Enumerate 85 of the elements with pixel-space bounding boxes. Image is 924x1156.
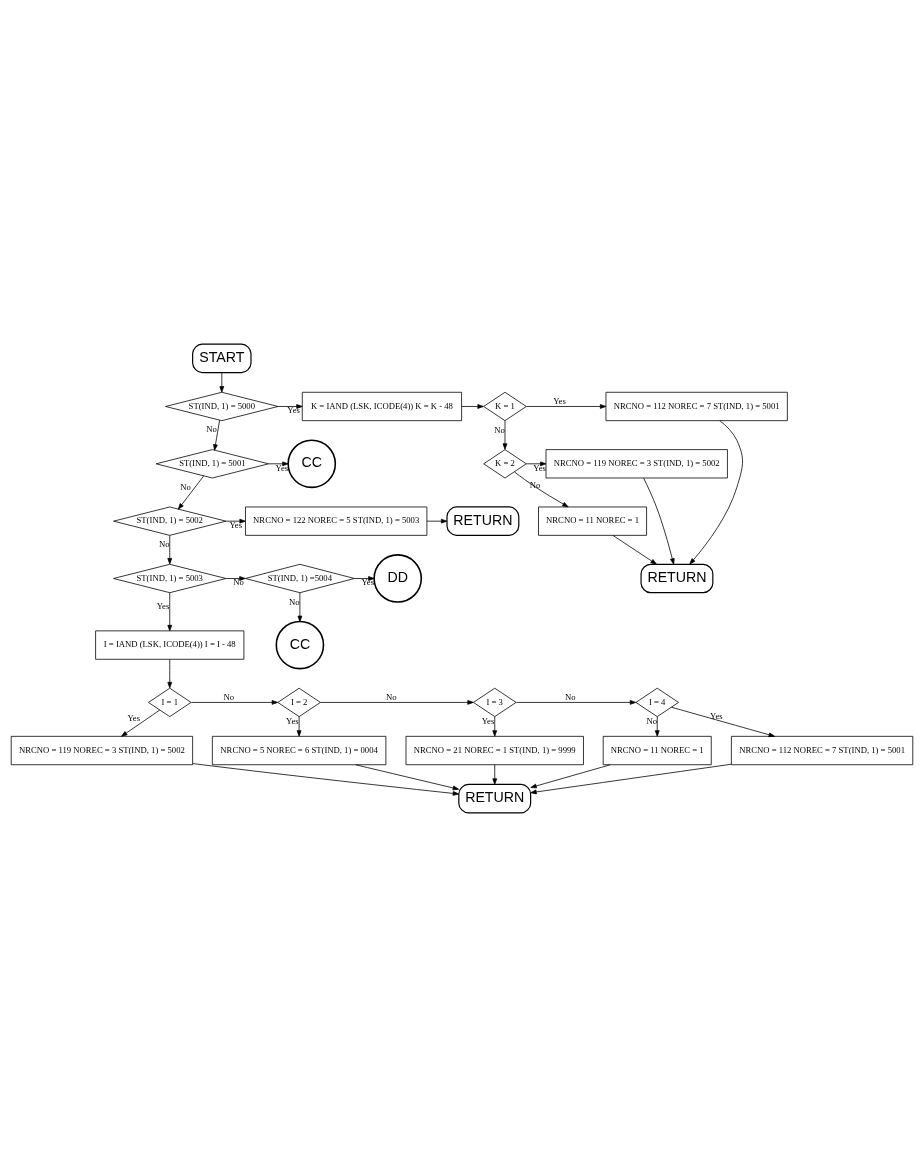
- arrow: [461, 403, 484, 409]
- node-box: RETURN: [458, 783, 532, 813]
- edge-label: Yes: [156, 600, 170, 611]
- node-box: RETURN: [640, 563, 714, 593]
- arrow: [643, 477, 675, 565]
- node-diamond: K = 2: [483, 448, 527, 478]
- node-box: NRCNO = 11 NOREC = 1: [602, 735, 712, 765]
- node-diamond: ST(IND, 1) = 5001: [155, 448, 269, 478]
- arrow: [525, 461, 547, 466]
- arrow: [525, 403, 607, 409]
- edge-label: No: [529, 479, 541, 490]
- edge-label: No: [386, 691, 397, 702]
- arrow: [192, 762, 460, 796]
- node-diamond: ST(IND, 1) =5004: [244, 563, 355, 593]
- arrow: [502, 419, 508, 450]
- node-box: NRCNO = 119 NOREC = 3 ST(IND, 1) = 5002: [545, 448, 728, 478]
- node-box: I = IAND (LSK, ICODE(4)) I = I - 48: [95, 629, 245, 660]
- arrow: [671, 706, 775, 737]
- edge-label: Yes: [533, 462, 546, 473]
- node-circle: DD: [373, 553, 423, 603]
- arrow: [514, 471, 569, 507]
- node-box: START: [192, 343, 252, 373]
- edge-label: No: [206, 423, 217, 434]
- node-box: NRCNO = 112 NOREC = 7 ST(IND, 1) = 5001: [730, 735, 914, 765]
- arrow: [167, 658, 173, 688]
- node-box: NRCNO = 11 NOREC = 1: [538, 506, 647, 536]
- arrow: [297, 591, 303, 622]
- edge-label: Yes: [553, 395, 566, 406]
- node-box: NRCNO = 21 NOREC = 1 ST(IND, 1) = 9999: [405, 735, 584, 765]
- arrow: [355, 763, 459, 790]
- edge-label: No: [158, 538, 170, 549]
- arrow: [530, 763, 611, 788]
- node-diamond: I = 2: [277, 687, 321, 717]
- edge-label: Yes: [286, 715, 299, 726]
- edge-label: No: [494, 424, 505, 435]
- edge-label: Yes: [127, 712, 141, 723]
- arrow: [426, 518, 448, 523]
- arrow: [213, 419, 220, 451]
- node-circle: CC: [275, 620, 325, 669]
- node-diamond: I = 4: [635, 687, 679, 717]
- arrow: [121, 709, 161, 737]
- node-box: NRCNO = 119 NOREC = 3 ST(IND, 1) = 5002: [10, 735, 194, 765]
- edge-label: No: [289, 596, 300, 607]
- arrow: [177, 475, 205, 509]
- node-diamond: ST(IND, 1) = 5003: [113, 563, 227, 593]
- edge-label: Yes: [710, 710, 723, 721]
- node-box: RETURN: [446, 505, 520, 536]
- arrow: [296, 715, 302, 737]
- arrow: [492, 715, 498, 737]
- arrow: [219, 371, 225, 392]
- node-diamond: ST(IND, 1) = 5002: [113, 506, 227, 536]
- node-box: NRCNO = 122 NOREC = 5 ST(IND, 1) = 5003: [245, 506, 428, 536]
- node-diamond: I = 3: [473, 687, 517, 717]
- arrow: [492, 763, 498, 785]
- arrow: [515, 699, 637, 705]
- edge-label: Yes: [275, 462, 289, 473]
- node-diamond: K = 1: [483, 391, 527, 421]
- edge-label: No: [223, 691, 235, 702]
- arrow: [654, 715, 660, 737]
- edge-label: Yes: [361, 576, 375, 587]
- node-box: NRCNO = 112 NOREC = 7 ST(IND, 1) = 5001: [605, 391, 788, 421]
- node-diamond: I = 1: [148, 687, 192, 717]
- node-circle: CC: [287, 438, 337, 488]
- edge-label: No: [180, 481, 191, 492]
- arrow: [167, 591, 173, 631]
- arrow: [225, 575, 246, 581]
- arrow: [190, 699, 278, 705]
- edge-label: No: [565, 691, 576, 702]
- edge-label: Yes: [481, 715, 495, 726]
- edge-label: No: [233, 576, 244, 587]
- node-box: NRCNO = 5 NOREC = 6 ST(IND, 1) = 0004: [211, 735, 387, 765]
- arrow: [354, 575, 375, 581]
- arrow: [268, 461, 289, 466]
- arrow: [530, 763, 732, 794]
- node-diamond: ST(IND, 1) = 5000: [165, 391, 279, 421]
- arrow: [689, 419, 743, 564]
- edge-label: No: [646, 715, 657, 726]
- arrow: [320, 699, 474, 705]
- edge-label: Yes: [287, 404, 300, 415]
- arrow: [167, 534, 173, 564]
- arrow: [277, 403, 303, 409]
- arrow: [225, 518, 246, 523]
- node-box: K = IAND (LSK, ICODE(4)) K = K - 48: [301, 391, 462, 421]
- arrow: [612, 534, 657, 565]
- edge-label: Yes: [229, 519, 243, 530]
